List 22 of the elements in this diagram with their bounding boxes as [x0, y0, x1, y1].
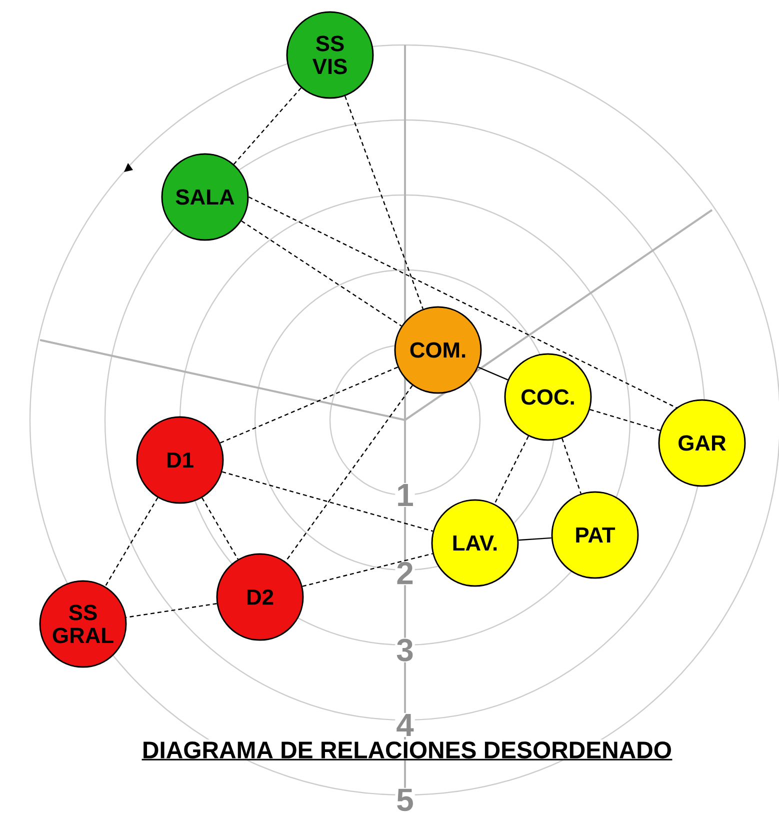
dashed-connector — [233, 87, 302, 165]
dashed-connector — [562, 438, 582, 494]
dashed-connector — [104, 497, 158, 587]
dashed-connector — [285, 385, 413, 562]
underlined-title: DIAGRAMA DE RELACIONES DESORDENADO — [140, 740, 674, 760]
dashed-connector — [344, 96, 424, 310]
dashed-connector — [590, 408, 660, 432]
dashed-connector — [220, 366, 398, 444]
connector — [518, 537, 552, 541]
dashed-connector — [248, 196, 678, 409]
connector — [478, 366, 508, 380]
dashed-connector — [302, 553, 433, 587]
dashed-connector — [241, 220, 402, 326]
dashed-connector — [494, 436, 529, 504]
ring-number: 3 — [395, 638, 415, 662]
dashed-connector — [202, 497, 238, 560]
ring-number: 5 — [395, 788, 415, 812]
ring-number: 2 — [395, 560, 415, 586]
dashed-connector — [126, 603, 217, 618]
dashed-connector — [222, 471, 434, 532]
ring-number: 4 — [395, 713, 415, 737]
ring-number: 1 — [395, 483, 415, 507]
